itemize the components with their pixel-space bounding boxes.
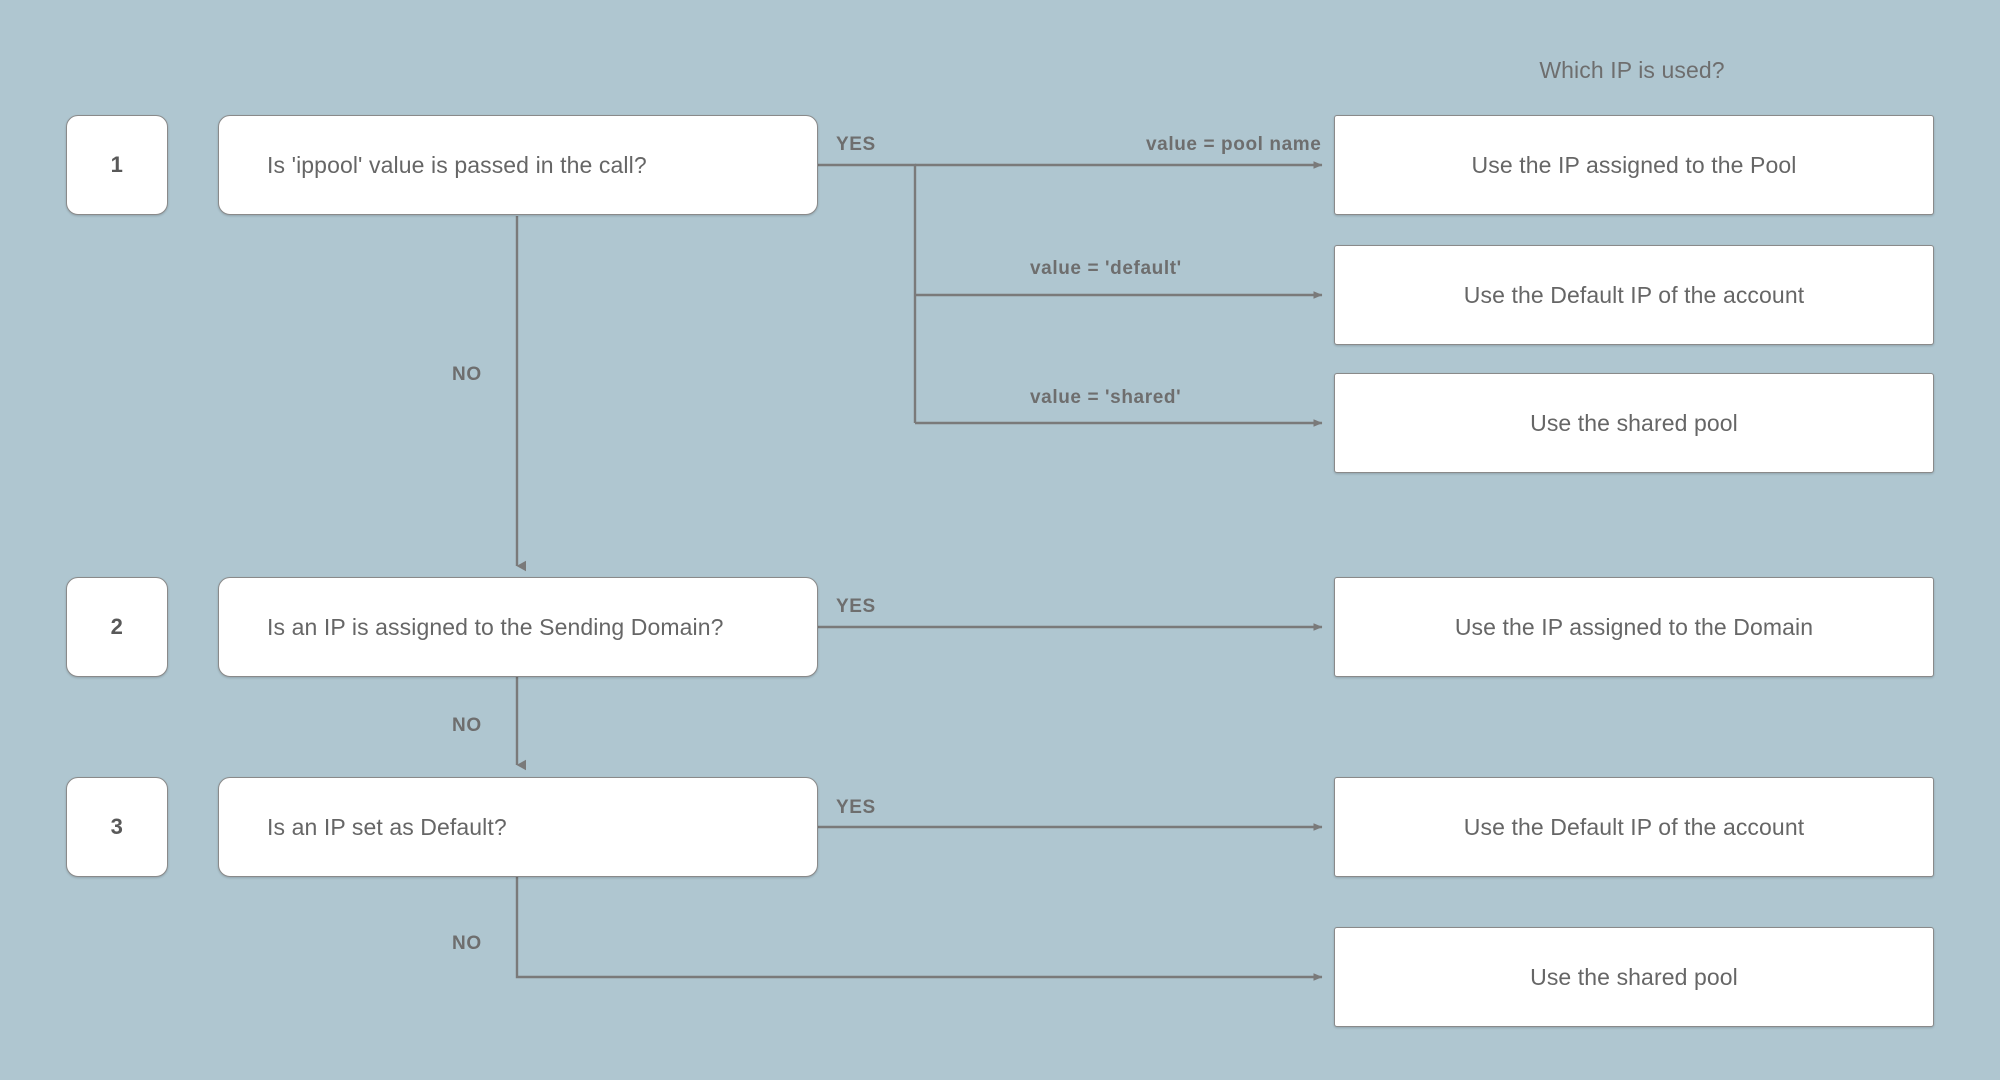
result-node-default-ip-2[interactable]: Use the Default IP of the account <box>1334 777 1934 877</box>
decision-node-1-label: Is 'ippool' value is passed in the call? <box>267 151 647 178</box>
result-node-shared-pool-1[interactable]: Use the shared pool <box>1334 373 1934 473</box>
edge-label-yes-1: YES <box>836 134 876 155</box>
edge-label-value-shared: value = 'shared' <box>1030 387 1182 408</box>
step-number-1-label: 1 <box>110 152 124 177</box>
decision-node-1[interactable]: Is 'ippool' value is passed in the call? <box>218 115 818 215</box>
result-node-default-ip-1[interactable]: Use the Default IP of the account <box>1334 245 1934 345</box>
result-node-default-ip-1-label: Use the Default IP of the account <box>1463 281 1805 308</box>
result-node-shared-pool-1-label: Use the shared pool <box>1530 409 1738 436</box>
edge-label-yes-2: YES <box>836 596 876 617</box>
column-title: Which IP is used? <box>1539 57 1725 83</box>
step-number-3: 3 <box>66 777 168 877</box>
edge-label-yes-3: YES <box>836 797 876 818</box>
decision-node-2[interactable]: Is an IP is assigned to the Sending Doma… <box>218 577 818 677</box>
result-node-domain-ip[interactable]: Use the IP assigned to the Domain <box>1334 577 1934 677</box>
decision-node-2-label: Is an IP is assigned to the Sending Doma… <box>267 613 724 640</box>
edge-label-no-3: NO <box>452 933 482 954</box>
result-node-pool-ip-label: Use the IP assigned to the Pool <box>1471 151 1797 178</box>
step-number-2: 2 <box>66 577 168 677</box>
result-node-domain-ip-label: Use the IP assigned to the Domain <box>1454 613 1814 640</box>
step-number-2-label: 2 <box>110 614 124 639</box>
step-number-1: 1 <box>66 115 168 215</box>
result-node-default-ip-2-label: Use the Default IP of the account <box>1463 813 1805 840</box>
result-node-pool-ip[interactable]: Use the IP assigned to the Pool <box>1334 115 1934 215</box>
edge-label-value-pool-name: value = pool name <box>1146 134 1322 155</box>
step-number-3-label: 3 <box>110 814 124 839</box>
edge-label-value-default: value = 'default' <box>1030 258 1182 279</box>
decision-node-3-label: Is an IP set as Default? <box>267 813 507 840</box>
edge-label-no-2: NO <box>452 715 482 736</box>
result-node-shared-pool-2-label: Use the shared pool <box>1530 963 1738 990</box>
result-node-shared-pool-2[interactable]: Use the shared pool <box>1334 927 1934 1027</box>
decision-node-3[interactable]: Is an IP set as Default? <box>218 777 818 877</box>
edge-label-no-1: NO <box>452 364 482 385</box>
